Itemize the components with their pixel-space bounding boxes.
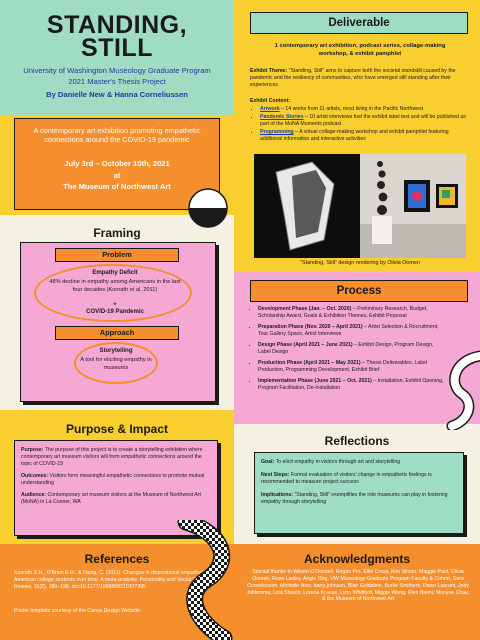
exhibit-content-label: Exhibit Content: — [250, 98, 291, 104]
deliverable-heading-box: Deliverable — [250, 12, 468, 34]
problem-title: Empathy Deficit — [92, 270, 138, 276]
list-item: Artwork – 14 works from 11 artists, most… — [260, 106, 466, 113]
template-credit: Poster template courtesy of the Canva De… — [14, 608, 140, 614]
deliverable-lead: 1 contemporary art exhibition, podcast s… — [274, 43, 446, 57]
implications-item: Implications: "Standing, Still" exemplif… — [261, 492, 448, 506]
purpose-item: Purpose: The purpose of this project is … — [21, 447, 203, 468]
list-item: Pandemic Stories – 10 artist interviews … — [260, 114, 466, 128]
reflections-heading: Reflections — [324, 434, 390, 448]
problem-label-text: Problem — [102, 250, 132, 259]
problem-oval — [34, 264, 192, 322]
program-subtitle: University of Washington Museology Gradu… — [23, 66, 211, 75]
list-item: Implementation Phase (June 2021 – Oct. 2… — [258, 378, 444, 392]
intro-venue: The Museum of Northwest Art — [63, 182, 171, 191]
audience-item: Audience: Contemporary art museum visito… — [21, 492, 201, 506]
title-panel: STANDING, STILL University of Washington… — [0, 0, 234, 115]
covid-text: COVID-19 Pandemic — [86, 309, 144, 315]
outcomes-item: Outcomes: Visitors form meaningful empat… — [21, 473, 205, 487]
decorative-swirl — [446, 350, 480, 430]
exhibit-rendering-svg — [254, 154, 466, 258]
problem-label: Problem — [55, 248, 179, 262]
plus-sign: + — [113, 302, 117, 308]
exhibit-content-list: Artwork – 14 works from 11 artists, most… — [252, 106, 466, 144]
approach-label-text: Approach — [99, 328, 135, 337]
acknowledgments-heading: Acknowledgments — [303, 552, 411, 566]
list-item: Preparation Phase (Nov. 2020 – April 202… — [258, 324, 444, 338]
list-item: Development Phase (Jan. – Oct. 2020) – P… — [258, 306, 444, 320]
exhibit-rendering-image — [254, 154, 466, 258]
intro-card: A contemporary art exhibition promoting … — [14, 118, 220, 210]
main-title-line1: STANDING, — [46, 11, 188, 39]
goal-item: Goal: To elicit empathy in visitors thro… — [261, 459, 401, 465]
thesis-subtitle: 2021 Master's Thesis Project — [68, 77, 166, 86]
exhibit-theme: Exhibit Theme: "Standing, Still" aims to… — [250, 68, 456, 89]
list-item: Production Phase (April 2021 – May 2021)… — [258, 360, 444, 374]
reference-citation: Konrath S.H., O'Brien E.H., & Hsing, C. … — [14, 570, 220, 591]
next-steps-item: Next Steps: Formal evaluation of visitor… — [261, 472, 432, 486]
problem-text: 48% decline in empathy among Americans i… — [49, 279, 181, 293]
authors: By Danielle New & Hanna Corneliussen — [46, 90, 188, 99]
intro-at: at — [113, 171, 121, 180]
reflections-panel: Goal: To elicit empathy in visitors thro… — [254, 452, 464, 534]
references-heading: References — [84, 552, 150, 566]
process-heading-box: Process — [250, 280, 468, 302]
purpose-heading: Purpose & Impact — [65, 422, 169, 436]
framing-heading: Framing — [93, 226, 141, 240]
acknowledgments-text: Special thanks to Wilson O'Donnell, Rega… — [246, 569, 470, 603]
main-title: STANDING, STILL — [0, 11, 234, 62]
decorative-circle — [188, 188, 228, 228]
approach-label: Approach — [55, 326, 179, 340]
approach-text: A tool for eliciting empathy in museums — [80, 357, 152, 371]
approach-oval — [74, 342, 158, 384]
main-title-line2: STILL — [81, 34, 153, 62]
list-item: Design Phase (April 2021 – June 2021) – … — [258, 342, 444, 356]
process-heading: Process — [336, 285, 382, 297]
rendering-caption: "Standing, Still" design rendering by Ol… — [300, 260, 420, 266]
purpose-panel: Purpose: The purpose of this project is … — [14, 440, 218, 536]
intro-dates: July 3rd – October 10th, 2021 — [64, 159, 170, 168]
intro-description: A contemporary art exhibition promoting … — [33, 126, 201, 144]
decorative-ribbon — [177, 520, 233, 640]
list-item: Programming – A virtual collage-making w… — [260, 129, 466, 143]
process-list: Development Phase (Jan. – Oct. 2020) – P… — [250, 306, 444, 393]
approach-title: Storytelling — [99, 348, 133, 354]
acknowledgments-panel — [234, 544, 480, 640]
deliverable-heading: Deliverable — [328, 17, 390, 29]
